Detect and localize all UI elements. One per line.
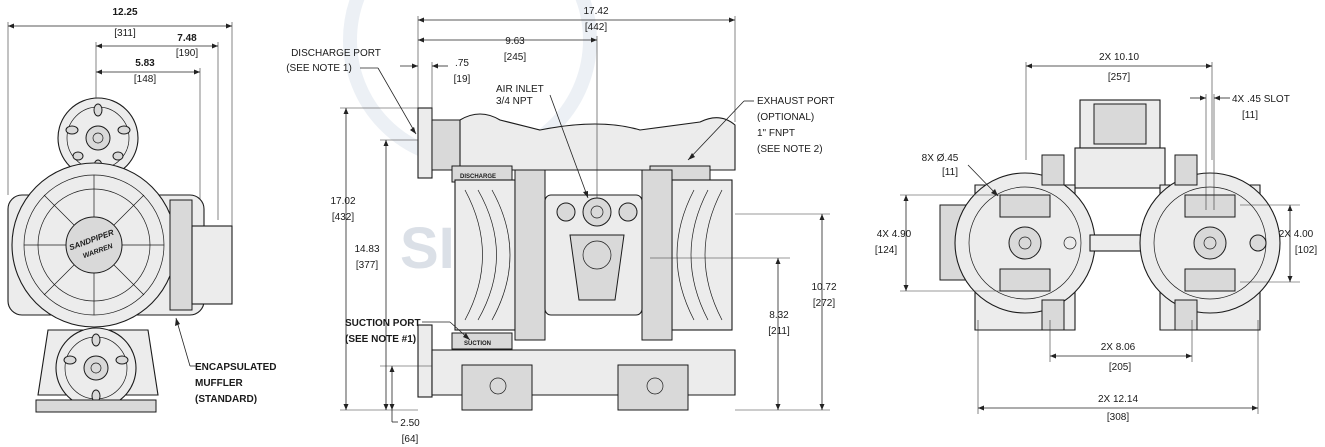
right-dim-text: 2X 10.10 [257] 4X .45 SLOT [11] 8X Ø.45 … — [875, 52, 1317, 423]
dim-suction-height-metric: [64] — [402, 434, 419, 445]
suction-port-line1: SUCTION PORT — [345, 318, 421, 329]
suction-part-label: SUCTION — [464, 341, 491, 347]
exhaust-port-line3: 1" FNPT — [757, 128, 795, 139]
discharge-manifold: DISCHARGE — [417, 107, 736, 183]
dim-width-b-value: 7.48 — [177, 33, 197, 44]
suction-callout: SUCTION PORT (SEE NOTE #1) — [345, 318, 471, 345]
suction-port-line2: (SEE NOTE #1) — [345, 334, 416, 345]
dim-right-height-metric: [102] — [1295, 245, 1317, 256]
exhaust-callout: EXHAUST PORT (OPTIONAL) 1" FNPT (SEE NOT… — [687, 96, 834, 161]
left-dim-text: 12.25 [311] 7.48 [190] 5.83 [148] — [112, 7, 198, 85]
dim-exhaust-height-metric: [272] — [813, 298, 835, 309]
bottom-flange — [35, 327, 159, 413]
dim-flange-metric: [19] — [454, 74, 471, 85]
dim-slot-metric: [11] — [1242, 110, 1258, 121]
right-view: 2X 10.10 [257] 4X .45 SLOT [11] 8X Ø.45 … — [875, 52, 1317, 423]
dim-discharge-height-metric: [377] — [356, 260, 378, 271]
dim-air-height-value: 8.32 — [769, 310, 789, 321]
center-dim-text: 17.42 [442] 9.63 [245] .75 [19] 17.02 [4… — [330, 6, 836, 445]
air-inlet-callout: AIR INLET 3/4 NPT — [496, 84, 589, 199]
dim-left-height-value: 4X 4.90 — [877, 229, 912, 240]
dim-suction-height-value: 2.50 — [400, 418, 420, 429]
top-flange — [57, 97, 139, 179]
dim-right-height-value: 2X 4.00 — [1279, 229, 1314, 240]
dim-bolt-span-metric: [205] — [1109, 362, 1131, 373]
dim-holes-value: 8X Ø.45 — [922, 153, 959, 164]
dim-width-c-value: 5.83 — [135, 58, 155, 69]
top-block — [1074, 99, 1166, 189]
discharge-port-line2: (SEE NOTE 1) — [286, 63, 352, 74]
dim-holes-metric: [11] — [942, 167, 958, 178]
top-right-chamber — [1139, 154, 1281, 331]
exhaust-port-line1: EXHAUST PORT — [757, 96, 834, 107]
air-inlet-line2: 3/4 NPT — [496, 96, 533, 107]
dim-inlet-offset-value: 9.63 — [505, 36, 525, 47]
dim-flange-value: .75 — [455, 58, 469, 69]
dim-overall-width-value: 12.25 — [112, 7, 137, 18]
center-view: DISCHARGE — [286, 6, 837, 445]
right-dim-lines — [900, 62, 1300, 414]
muffler-label-line3: (STANDARD) — [195, 394, 257, 405]
air-valve — [544, 194, 643, 316]
left-dim-lines — [7, 22, 233, 226]
center-dim-lines — [340, 16, 830, 423]
dim-base-width-value: 2X 12.14 — [1098, 394, 1138, 405]
right-chamber — [641, 169, 733, 341]
dim-left-height-metric: [124] — [875, 245, 897, 256]
top-left-chamber — [939, 154, 1096, 331]
dim-front-width-metric: [442] — [585, 22, 607, 33]
dim-overall-height-metric: [432] — [332, 212, 354, 223]
dim-overall-width-metric: [311] — [114, 28, 136, 39]
left-chamber — [454, 169, 546, 341]
dim-air-height-metric: [211] — [768, 326, 790, 337]
dim-width-c-metric: [148] — [134, 74, 156, 85]
dim-inlet-offset-metric: [245] — [504, 52, 526, 63]
dim-width-b-metric: [190] — [176, 48, 198, 59]
side-body: SANDPIPER WARREN — [7, 162, 233, 328]
dim-top-width-value: 2X 10.10 — [1099, 52, 1139, 63]
discharge-port-line1: DISCHARGE PORT — [291, 48, 381, 59]
dim-overall-height-value: 17.02 — [330, 196, 355, 207]
air-inlet-line1: AIR INLET — [496, 84, 544, 95]
left-view: SANDPIPER WARREN — [7, 7, 276, 413]
exhaust-port-line2: (OPTIONAL) — [757, 112, 814, 123]
dim-top-width-metric: [257] — [1108, 72, 1130, 83]
exhaust-port-line4: (SEE NOTE 2) — [757, 144, 823, 155]
muffler-label-line1: ENCAPSULATED — [195, 362, 276, 373]
dim-bolt-span-value: 2X 8.06 — [1101, 342, 1136, 353]
suction-manifold: SUCTION — [417, 324, 736, 411]
muffler-label-line2: MUFFLER — [195, 378, 244, 389]
dim-slot-value: 4X .45 SLOT — [1232, 94, 1290, 105]
muffler-callout: ENCAPSULATED MUFFLER (STANDARD) — [175, 317, 276, 405]
discharge-callout: DISCHARGE PORT (SEE NOTE 1) — [286, 48, 417, 135]
discharge-part-label: DISCHARGE — [460, 174, 496, 180]
dim-front-width-value: 17.42 — [583, 6, 608, 17]
dim-exhaust-height-value: 10.72 — [811, 282, 836, 293]
dim-base-width-metric: [308] — [1107, 412, 1129, 423]
dim-discharge-height-value: 14.83 — [354, 244, 379, 255]
